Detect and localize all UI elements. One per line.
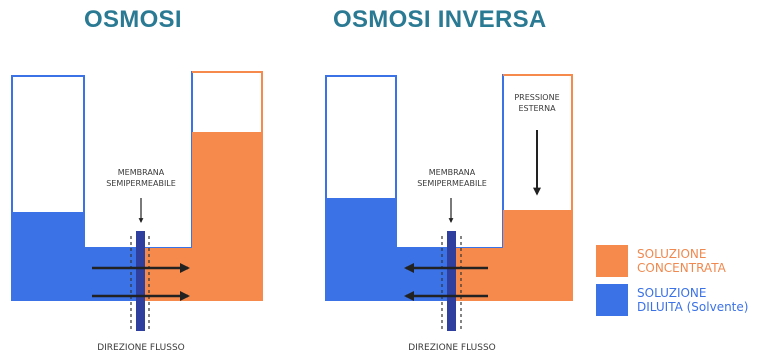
reverse-osmosis-diagram: PRESSIONE ESTERNA MEMBRANA SEMIPERMEABIL… [325, 74, 573, 353]
flow-direction-label: DIREZIONE FLUSSO [97, 343, 185, 353]
legend: SOLUZIONE CONCENTRATA SOLUZIONE DILUITA … [596, 245, 748, 316]
membrane-label-line1: MEMBRANA [118, 168, 165, 177]
legend-concentrated-line2: CONCENTRATA [637, 261, 727, 275]
osmosi-inversa-title: OSMOSI INVERSA [333, 6, 547, 33]
membrane-label-line2: SEMIPERMEABILE [106, 179, 176, 188]
legend-diluted-line2: DILUITA (Solvente) [637, 300, 748, 314]
inverse-membrane-label-line1: MEMBRANA [429, 168, 476, 177]
legend-swatch-concentrated [596, 245, 628, 277]
inverse-semipermeable-membrane [447, 231, 456, 331]
concentrated-solution-fill [140, 132, 262, 300]
inverse-membrane-label-line2: SEMIPERMEABILE [417, 179, 487, 188]
osmosis-diagram: MEMBRANA SEMIPERMEABILE DIREZIONE FLUSSO [11, 71, 263, 353]
legend-swatch-diluted [596, 284, 628, 316]
legend-concentrated-line1: SOLUZIONE [637, 247, 707, 261]
inverse-flow-direction-label: DIREZIONE FLUSSO [408, 343, 496, 353]
diluted-solution-fill [12, 212, 140, 300]
pressure-label-line1: PRESSIONE [514, 93, 559, 102]
legend-diluted-line1: SOLUZIONE [637, 286, 707, 300]
inverse-diluted-solution-fill [326, 198, 452, 300]
osmosi-title: OSMOSI [84, 6, 182, 33]
semipermeable-membrane [136, 231, 145, 331]
pressure-label-line2: ESTERNA [518, 104, 556, 113]
inverse-concentrated-solution-fill [452, 210, 572, 300]
